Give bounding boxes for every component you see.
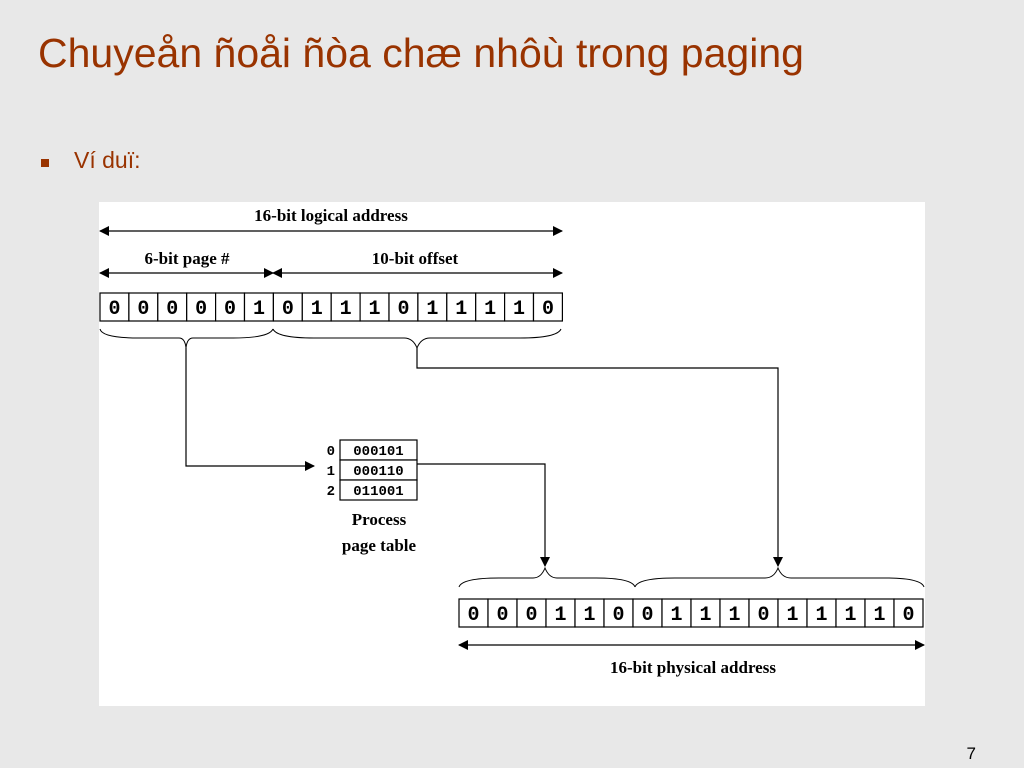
logical-address-label: 16-bit logical address [254,206,408,225]
logical-bit-value: 0 [166,298,178,321]
physical-bit-value: 1 [844,604,856,627]
physical-bit-value: 1 [786,604,798,627]
paging-diagram-svg: 16-bit logical address 6-bit page # 10-b… [99,206,925,677]
offset-label: 10-bit offset [372,249,459,268]
page-table-row [339,479,418,501]
physical-bit-value: 1 [873,604,885,627]
paging-diagram: 16-bit logical address 6-bit page # 10-b… [99,202,925,706]
bullet-text: Ví duï: [74,147,141,173]
physical-bit-value: 0 [641,604,653,627]
offset-copy-arrow [416,348,783,567]
logical-bit-cell [417,292,448,322]
page-table-index: 0 [327,444,335,460]
physical-bit-cell [835,598,866,628]
logical-bit-value: 0 [397,298,409,321]
physical-bit-cell [545,598,576,628]
physical-bit-cell [458,598,489,628]
physical-bit-cell [864,598,895,628]
page-table-label-line2: page table [342,536,417,555]
page-table-entry: 011001 [353,484,403,500]
logical-bit-value: 0 [282,298,294,321]
page-table-label-line1: Process [352,510,407,529]
logical-bit-value: 1 [455,298,467,321]
physical-bit-value: 1 [815,604,827,627]
logical-bit-cell [99,292,130,322]
logical-bit-cell [128,292,159,322]
logical-bit-cell [186,292,217,322]
logical-bit-cell [301,292,332,322]
logical-bit-cell [388,292,419,322]
logical-bit-value: 0 [108,298,120,321]
logical-bit-cell [157,292,188,322]
logical-bit-cell [243,292,274,322]
page-table-index: 2 [327,484,335,500]
logical-bit-value: 1 [340,298,352,321]
logical-bit-value: 0 [224,298,236,321]
page-lookup-arrow [185,348,315,471]
process-page-table: 000101 0 000110 1 011001 2 [327,439,418,501]
logical-bit-value: 1 [253,298,265,321]
logical-bit-value: 0 [542,298,554,321]
logical-bit-value: 1 [369,298,381,321]
frame-copy-arrow [417,463,550,567]
physical-bit-value: 1 [554,604,566,627]
physical-bit-value: 1 [670,604,682,627]
logical-bit-cell [532,292,563,322]
logical-bit-cell [214,292,246,322]
physical-bit-cell [487,598,518,628]
physical-bit-value: 0 [496,604,508,627]
physical-offset-brace [634,566,925,588]
logical-bit-value: 0 [195,298,207,321]
logical-bit-value: 1 [426,298,438,321]
physical-bit-value: 0 [902,604,914,627]
logical-bit-value: 1 [484,298,496,321]
offset-brace [272,328,562,350]
bullet-marker [41,159,49,167]
page-table-entry: 000101 [353,444,403,460]
physical-bit-cell [806,598,837,628]
logical-bit-cell [446,292,477,322]
logical-bit-value: 1 [311,298,323,321]
logical-bit-value: 0 [137,298,149,321]
physical-bit-value: 1 [728,604,740,627]
physical-bit-cell [748,598,779,628]
page-table-entry: 000110 [353,464,403,480]
physical-bit-value: 0 [467,604,479,627]
physical-bit-cell [893,598,924,628]
logical-bit-value: 1 [513,298,525,321]
physical-bit-value: 0 [757,604,769,627]
page-table-index: 1 [327,464,335,480]
physical-bit-value: 0 [612,604,624,627]
frame-brace [458,566,636,588]
page-number-brace [99,328,274,349]
physical-bit-cell [719,598,750,628]
logical-bit-cell [504,292,535,322]
physical-address-label: 16-bit physical address [610,658,776,677]
slide-title: Chuyeån ñoåi ñòa chæ nhôù trong paging [38,30,804,76]
physical-bit-cell [661,598,692,628]
physical-bit-value: 1 [583,604,595,627]
logical-bit-cell [359,292,390,322]
physical-bit-value: 0 [525,604,537,627]
logical-bit-cell [475,292,506,322]
slide-number: 7 [966,744,976,763]
page-number-label: 6-bit page # [145,249,231,268]
physical-bit-value: 1 [699,604,711,627]
